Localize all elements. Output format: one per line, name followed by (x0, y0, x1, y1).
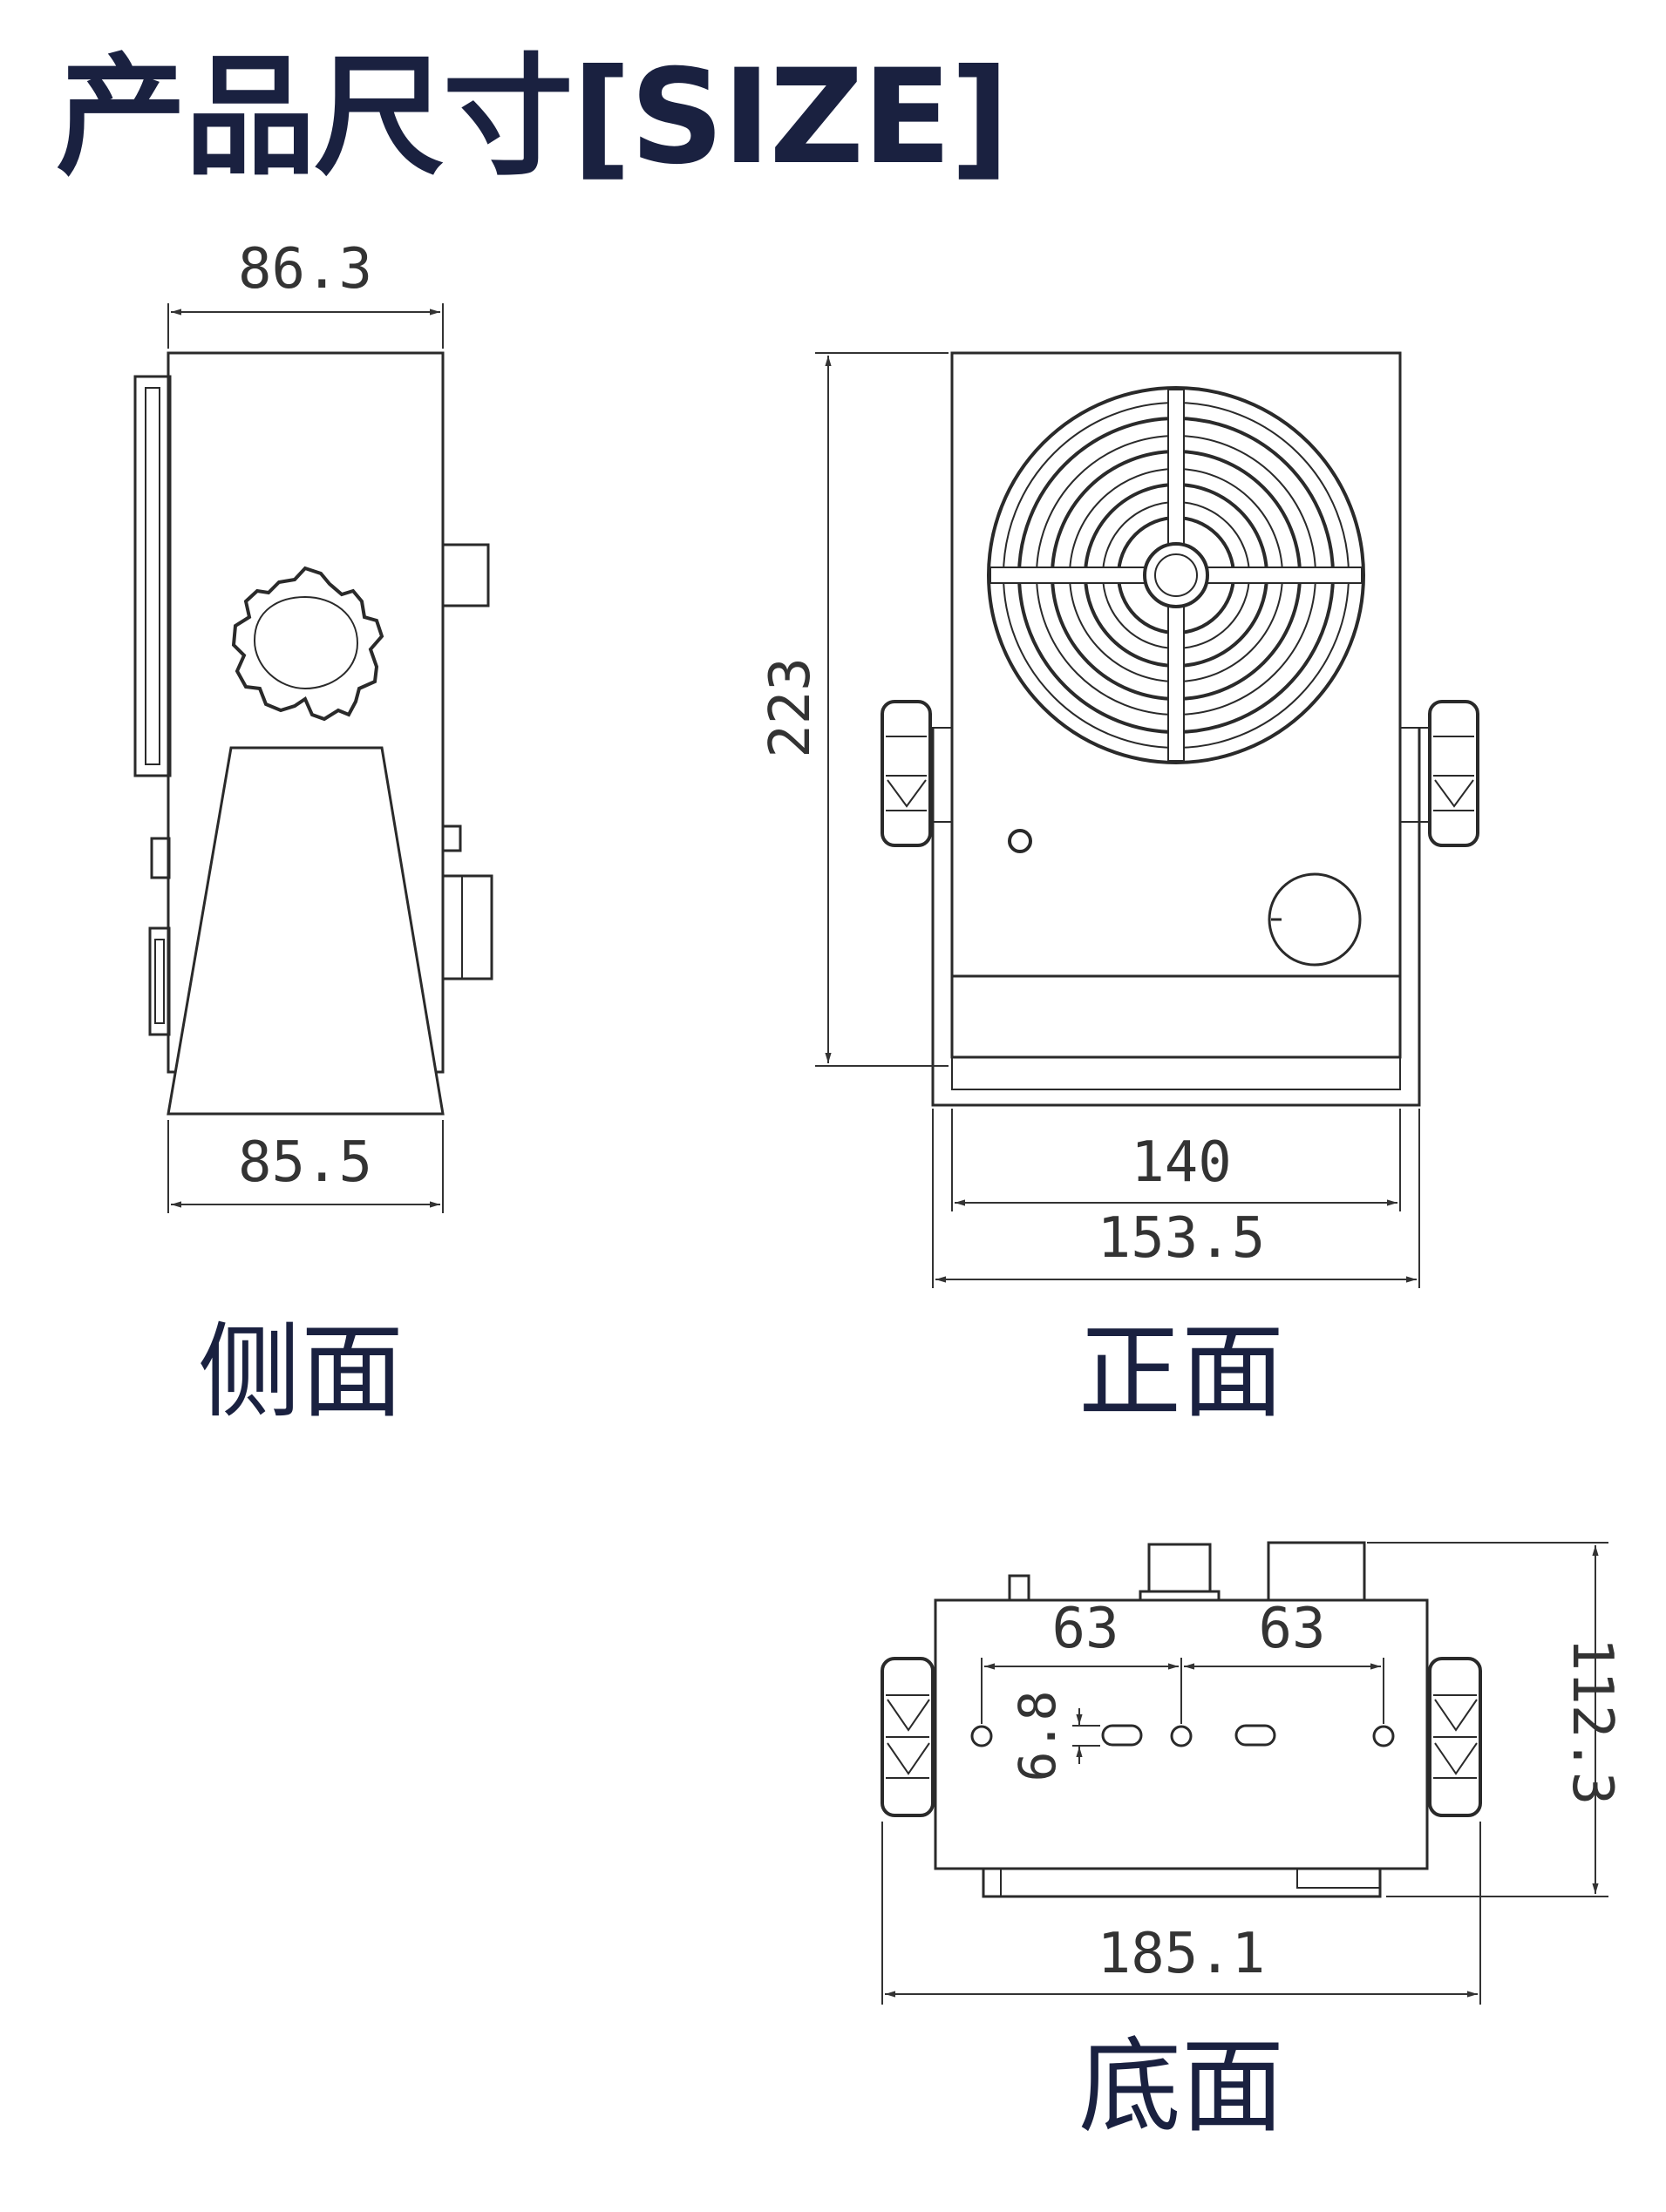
bottom-view (881, 1541, 1482, 1898)
page-title: 产品尺寸[SIZE] (56, 42, 1010, 193)
bottom-slot-width-label: 6.8 (1008, 1691, 1067, 1782)
side-switch (441, 543, 490, 607)
side-base-width-label: 85.5 (238, 1130, 372, 1195)
bottom-dimensions (881, 1542, 1608, 2005)
bottom-power-socket (1267, 1541, 1366, 1602)
front-outer-width-label: 153.5 (1098, 1206, 1266, 1271)
mount-hole-icon (970, 1725, 993, 1747)
fan-grille-icon (987, 386, 1365, 764)
side-power-socket (441, 874, 493, 980)
front-view-caption: 正面 (1078, 1312, 1284, 1432)
side-view-caption: 侧面 (198, 1312, 404, 1432)
side-dimensions (167, 303, 444, 1213)
indicator-light-icon (1008, 829, 1032, 853)
side-top-width-label: 86.3 (238, 237, 372, 302)
front-view (881, 351, 1479, 1107)
bottom-pitch-left-label: 63 (1051, 1597, 1119, 1661)
front-inner-width-label: 140 (1131, 1130, 1232, 1195)
bottom-overall-width-label: 185.1 (1098, 1922, 1266, 1986)
side-back-plate (133, 375, 172, 777)
bottom-pitch-right-label: 63 (1258, 1597, 1325, 1661)
slot-icon (1234, 1724, 1276, 1747)
slot-icon (1101, 1724, 1143, 1747)
side-knob (231, 566, 384, 722)
bottom-depth-label: 112.3 (1560, 1638, 1624, 1806)
front-height-label: 223 (758, 657, 823, 758)
front-knob-left (881, 700, 932, 847)
side-stand (167, 746, 445, 1116)
front-bracket (931, 728, 1421, 1107)
mount-hole-icon (1170, 1725, 1193, 1747)
bottom-switch (1147, 1543, 1212, 1593)
side-connector (148, 926, 171, 1036)
front-dimensions (815, 352, 1420, 1288)
front-knob-right (1428, 700, 1479, 847)
side-view (133, 351, 493, 1116)
mount-hole-icon (1372, 1725, 1395, 1747)
bottom-view-caption: 底面 (1078, 2026, 1284, 2147)
adjust-dial-icon (1268, 872, 1362, 967)
